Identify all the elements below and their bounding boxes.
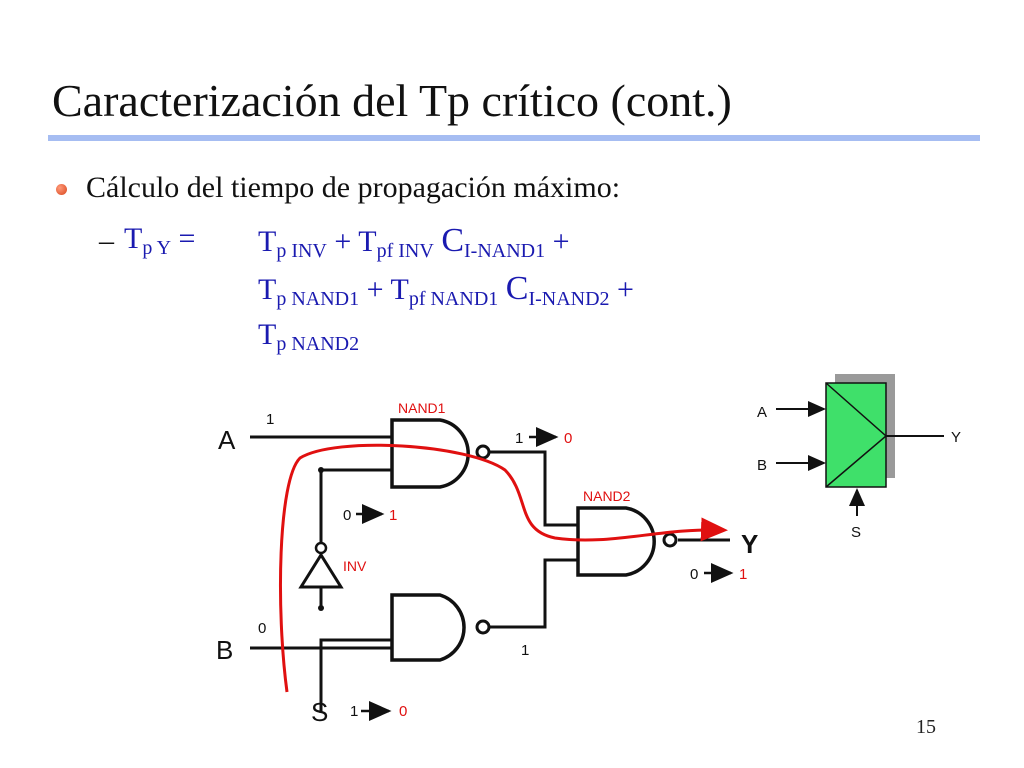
wire-s [319, 638, 392, 713]
value-nand-lower-out: 1 [521, 642, 529, 659]
junction-dot [318, 467, 324, 473]
bullet-icon [56, 184, 67, 195]
wire-nand3-out [490, 558, 578, 629]
svg-text:0: 0 [564, 430, 572, 447]
block-output-y: Y [951, 429, 961, 446]
output-y-label: Y [741, 529, 758, 559]
nand2-label: NAND2 [583, 488, 631, 504]
input-b-label: B [216, 635, 233, 665]
block-body [825, 382, 887, 488]
formula-line-3: Tp NAND2 [258, 318, 360, 355]
svg-text:1: 1 [389, 507, 397, 524]
transition-nand1: 1 0 [515, 427, 572, 447]
svg-text:0: 0 [690, 566, 698, 583]
transition-s: 1 0 [350, 701, 407, 721]
input-a-label: A [218, 425, 236, 455]
slide-title: Caracterización del Tp crítico (cont.) [52, 75, 732, 126]
slide-number: 15 [916, 716, 936, 738]
svg-text:0: 0 [399, 703, 407, 720]
inv-label: INV [343, 558, 367, 574]
formula-lhs: Tp Y = [124, 222, 196, 259]
svg-text:1: 1 [515, 430, 523, 447]
transition-y: 0 1 [690, 563, 747, 583]
block-input-a: A [757, 404, 767, 421]
wire-nand1-out [490, 450, 578, 527]
mux-block-symbol: A B Y S [757, 374, 961, 541]
nand1-gate [390, 418, 491, 489]
nand-lower-gate [390, 593, 491, 662]
inverter-gate [298, 541, 344, 608]
transition-inv: 0 1 [343, 504, 397, 524]
svg-text:1: 1 [350, 703, 358, 720]
nand2-gate [576, 506, 678, 577]
critical-path-line [278, 443, 728, 693]
svg-text:0: 0 [343, 507, 351, 524]
formula-line-2: Tp NAND1 + Tpf NAND1 CI-NAND2 + [258, 270, 634, 310]
block-select-s: S [851, 524, 861, 541]
sub-bullet-dash: – [99, 224, 114, 257]
title-underline [48, 135, 980, 141]
bullet-text: Cálculo del tiempo de propagación máximo… [86, 171, 621, 204]
block-input-b: B [757, 457, 767, 474]
value-a: 1 [266, 411, 274, 428]
nand1-label: NAND1 [398, 400, 446, 416]
formula-line-1: Tp INV + Tpf INV CI-NAND1 + [258, 222, 570, 262]
input-s-label: S [311, 697, 328, 727]
value-b: 0 [258, 620, 266, 637]
svg-text:1: 1 [739, 566, 747, 583]
